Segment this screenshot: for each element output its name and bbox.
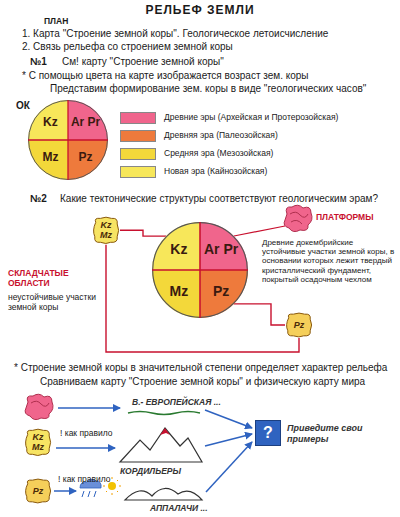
icon-label: Pz [294, 320, 305, 330]
label-text: ! как правило [60, 428, 130, 438]
arrow [58, 407, 120, 409]
era-icon: Pz [285, 312, 313, 338]
clock-sector: Ar Pr [68, 100, 108, 140]
era-icon: KzMz [92, 216, 120, 245]
legend-text: Древняя эра (Палеозойская) [164, 130, 394, 140]
geological-clock: Kz Ar Pr Mz Pz [152, 222, 248, 318]
arrow [54, 490, 76, 492]
icon-label: Mz [32, 442, 44, 452]
clock-hands [28, 100, 108, 180]
label-text: Представим формирование зем. коры в виде… [50, 83, 395, 95]
label-text: СКЛАДЧАТЫЕ ОБЛАСТИ [8, 268, 100, 288]
geological-clock: Kz Ar Pr Mz Pz [28, 100, 108, 180]
label-text: * Строение земной коры в значительной ст… [14, 362, 394, 374]
arrow [205, 434, 252, 446]
label-text: КОРДИЛЬЕРЫ [120, 466, 210, 476]
sector-label: Pz [213, 284, 229, 299]
arrow [206, 442, 252, 492]
label-text: ПЛАТФОРМЫ [316, 212, 396, 222]
question-box: ?Приведите свои примеры [255, 420, 281, 446]
era-icon: Pz [24, 478, 52, 504]
label-text: Какие тектонические структуры соответств… [60, 193, 397, 205]
label-text: Сравниваем карту "Строение земной коры" … [40, 376, 395, 388]
platform-icon [284, 205, 312, 231]
sector-label: Pz [79, 151, 93, 164]
legend-text: Средняя эра (Мезозойская) [164, 148, 394, 158]
label-text: №2 [30, 193, 60, 205]
clock-sector: Kz [152, 222, 200, 270]
question-mark: ? [263, 424, 273, 442]
sector-label: Ar Pr [71, 116, 100, 129]
clock-rim [153, 223, 248, 318]
sector-label: Kz [43, 116, 58, 129]
legend-row: Древние эры (Архейская и Протерозойская) [120, 112, 395, 126]
sector-label: Ar Pr [204, 242, 238, 257]
platform-icon-small [25, 394, 53, 419]
sector-label: Kz [170, 242, 187, 257]
label-text: 2. Связь рельефа со строением земной кор… [22, 41, 397, 53]
label-text: неустойчивые участки земной коры [8, 292, 100, 312]
clock-rim [29, 101, 108, 180]
label-text: См! карту "Строение земной коры" [62, 56, 362, 68]
label-text: №1 [30, 56, 60, 68]
mountains [120, 428, 202, 462]
label-text: * С помощью цвета на карте изображается … [22, 70, 397, 82]
title: РЕЛЬЕФ ЗЕМЛИ [0, 3, 400, 17]
era-icon: KzMz [24, 428, 52, 457]
icon-label: Mz [100, 230, 112, 240]
clock-sector: Mz [28, 140, 68, 180]
plain-line [128, 412, 200, 415]
sector-label: Mz [42, 151, 58, 164]
legend-row: Новая эра (Кайнозойская) [120, 166, 395, 180]
worn-hills [125, 488, 202, 500]
legend-swatch [120, 112, 156, 124]
question-caption: Приведите свои примеры [287, 423, 397, 445]
clock-sector: Mz [152, 270, 200, 318]
connector [234, 304, 285, 325]
clock-sector: Pz [200, 270, 248, 318]
icon-label: Kz [101, 220, 112, 230]
label-text: Древние докембрийские устойчивые участки… [262, 238, 397, 284]
label-text: 1. Карта "Строение земной коры". Геологи… [22, 28, 397, 40]
clock-face [152, 222, 248, 318]
clock-face [28, 100, 108, 180]
legend-swatch [120, 148, 156, 160]
legend-swatch [120, 130, 156, 142]
label-text: ПЛАН [44, 16, 104, 26]
legend-row: Древняя эра (Палеозойская) [120, 130, 395, 144]
label-text: ! как правило [58, 474, 128, 484]
clock-sector: Kz [28, 100, 68, 140]
sector-label: Mz [170, 284, 189, 299]
platform-line [234, 226, 285, 236]
clock-sector: Pz [68, 140, 108, 180]
legend-text: Новая эра (Кайнозойская) [164, 166, 394, 176]
arrow [56, 447, 115, 449]
icon-label: Pz [33, 486, 44, 496]
legend-row: Средняя эра (Мезозойская) [120, 148, 395, 162]
arrow [205, 410, 252, 428]
clock-sector: Ar Pr [200, 222, 248, 270]
icon-label: Kz [33, 432, 44, 442]
label-text: В.- ЕВРОПЕЙСКАЯ ... [132, 397, 242, 407]
label-text: АППАЛАЧИ ... [150, 503, 240, 513]
legend-text: Древние эры (Архейская и Протерозойская) [164, 112, 394, 122]
connector [120, 230, 166, 236]
legend-swatch [120, 166, 156, 178]
clock-hands [152, 222, 248, 318]
